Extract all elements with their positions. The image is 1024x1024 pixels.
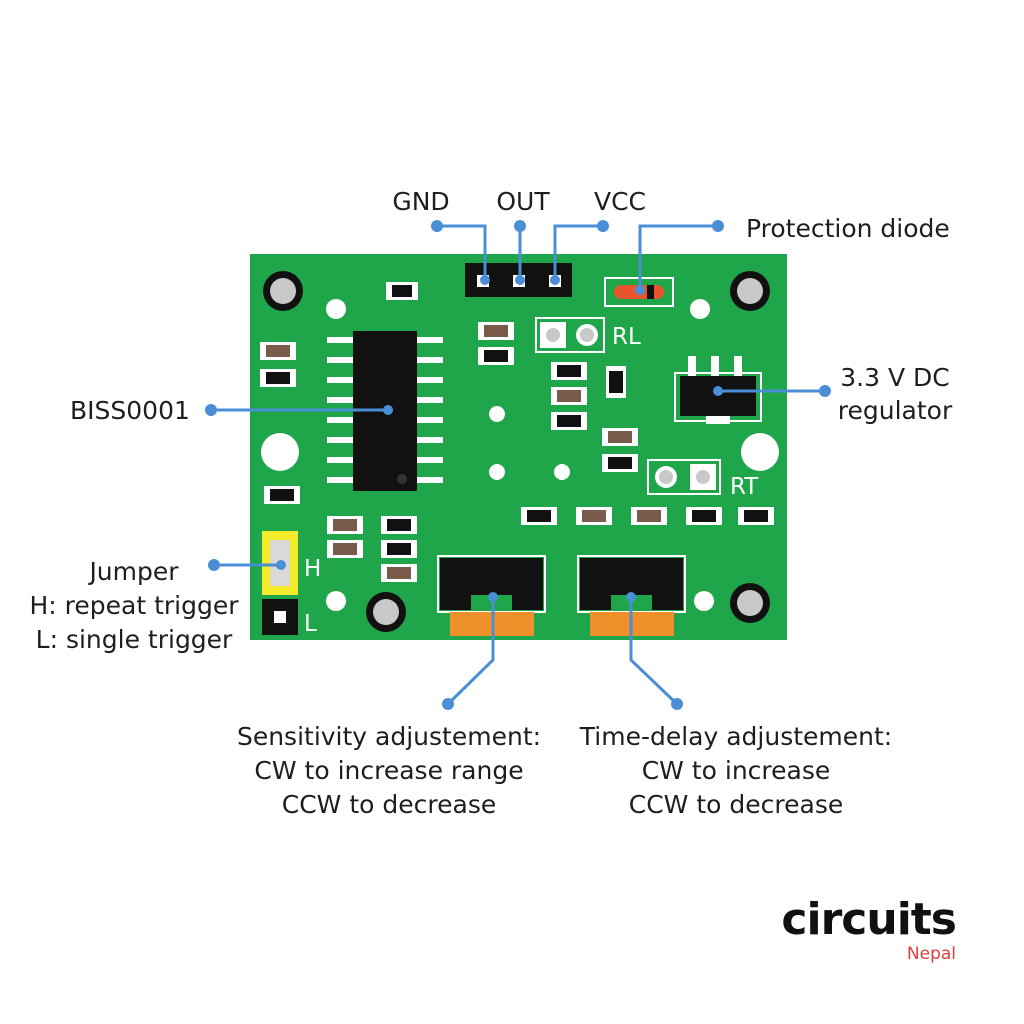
vcc-label: VCC	[594, 187, 646, 216]
time-delay-label-line1: Time-delay adjustement:	[579, 722, 892, 751]
rl-mark: RL	[612, 324, 641, 350]
leader-lines	[211, 224, 825, 706]
mounting-holes	[263, 271, 770, 632]
brand-logo: circuits Nepal	[781, 894, 957, 965]
jumper-label-line2: H: repeat trigger	[29, 591, 239, 620]
sensitivity-label-line2: CW to increase range	[254, 756, 523, 785]
regulator-label-line2: regulator	[838, 396, 953, 425]
board-holes	[261, 299, 779, 611]
rl-pads	[535, 317, 605, 353]
rt-mark: RT	[730, 474, 759, 500]
brand-subtitle: Nepal	[906, 944, 956, 964]
regulator-label-line1: 3.3 V DC	[840, 363, 949, 392]
l-mark: L	[304, 611, 317, 637]
biss-label: BISS0001	[70, 396, 190, 425]
h-mark: H	[304, 556, 321, 582]
rt-pads	[647, 459, 721, 495]
time-delay-label-line2: CW to increase	[642, 756, 831, 785]
jumper-label-line1: Jumper	[87, 557, 179, 586]
gnd-label: GND	[392, 187, 449, 216]
time-delay-label-line3: CCW to decrease	[629, 790, 843, 819]
sensitivity-label-line1: Sensitivity adjustement:	[237, 722, 541, 751]
leader-dots	[205, 220, 831, 710]
smd-components	[260, 282, 774, 582]
sensitivity-label-line3: CCW to decrease	[282, 790, 496, 819]
brand-name: circuits	[781, 894, 957, 945]
jumper-block	[262, 531, 298, 635]
protection-diode-label: Protection diode	[746, 214, 950, 243]
out-label: OUT	[496, 187, 550, 216]
jumper-label-line3: L: single trigger	[36, 625, 233, 654]
